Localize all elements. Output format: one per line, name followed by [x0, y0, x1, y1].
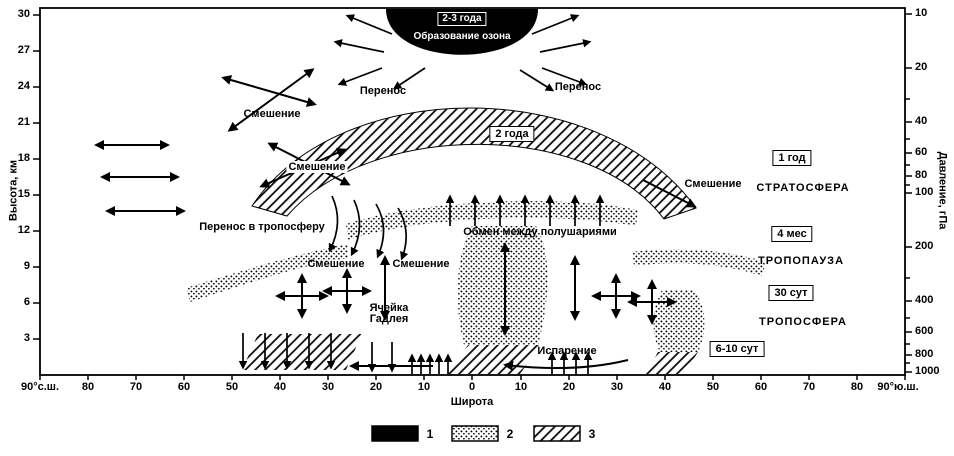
right-axis-ticks — [905, 13, 912, 373]
convective-tower — [457, 226, 548, 345]
left-tick: 24 — [17, 80, 30, 92]
left-tick: 21 — [17, 116, 30, 128]
legend-swatch-solid — [371, 425, 419, 442]
left-tick: 27 — [17, 44, 30, 56]
bottom-tick: 10 — [514, 381, 528, 393]
evaporation-label: Испарение — [537, 345, 597, 357]
ozone-period-label: 2-3 года — [437, 12, 487, 26]
mixing-label-right: Смешение — [684, 178, 742, 190]
bottom-tick: 60 — [754, 381, 768, 393]
legend-swatch-hatch — [533, 425, 581, 442]
convective-cell-right — [653, 290, 705, 352]
troposphere-mixing-arrows — [275, 242, 677, 336]
bottom-tick: 70 — [129, 381, 143, 393]
right-tick: 600 — [915, 325, 934, 337]
mixing-label-mid-left: Смешение — [286, 161, 348, 173]
bottom-tick: 90°с.ш. — [20, 381, 60, 393]
transport-to-troposphere-arrows — [328, 195, 409, 261]
tropopause-band-right — [632, 249, 766, 276]
bottom-tick: 20 — [369, 381, 383, 393]
hadley-cell-line2: Гадлея — [369, 313, 409, 325]
time-box-2-years: 2 года — [489, 126, 535, 142]
tropopause-label: ТРОПОПАУЗА — [757, 255, 845, 267]
hemisphere-exchange-arrows — [445, 194, 605, 226]
bottom-tick: 30 — [610, 381, 624, 393]
mixing-label-lower-left: Смешение — [307, 258, 365, 270]
dome-radiating-arrows — [333, 14, 592, 92]
rain-hatch-center — [448, 345, 540, 374]
troposphere-label: ТРОПОСФЕРА — [759, 316, 847, 328]
transport-to-troposphere-label: Перенос в тропосферу — [199, 221, 325, 233]
left-tick: 18 — [17, 152, 30, 164]
right-tick: 40 — [915, 115, 928, 127]
transport-right-label: Перенос — [554, 81, 602, 93]
legend-label-3: 3 — [588, 427, 596, 441]
hadley-cell-label: Ячейка Гадлея — [370, 303, 409, 325]
subsidence-hatch-band — [242, 334, 362, 370]
bottom-tick: 40 — [658, 381, 672, 393]
right-tick: 20 — [915, 61, 928, 73]
hemisphere-exchange-label: Обмен между полушариями — [463, 226, 617, 238]
legend-label-2: 2 — [506, 427, 514, 441]
time-box-1-year: 1 год — [772, 150, 812, 166]
left-tick: 9 — [23, 260, 30, 272]
mixing-label-lower-mid: Смешение — [392, 258, 450, 270]
legend-swatch-dots — [451, 425, 499, 442]
time-box-4-months: 4 мес — [771, 226, 813, 242]
mixing-label-upper-left: Смешение — [243, 108, 301, 120]
time-box-6-10-days: 6-10 сут — [709, 341, 765, 357]
bottom-axis-ticks — [39, 375, 906, 380]
right-tick: 800 — [915, 348, 934, 360]
tropopause-band-left — [186, 244, 348, 302]
left-axis-ticks — [33, 14, 40, 340]
bottom-tick: 50 — [225, 381, 239, 393]
right-tick: 10 — [915, 7, 928, 19]
bottom-axis-title: Широта — [450, 396, 494, 408]
legend-label-1: 1 — [426, 427, 434, 441]
bottom-tick: 40 — [273, 381, 287, 393]
bottom-tick: 10 — [417, 381, 431, 393]
right-tick: 400 — [915, 294, 934, 306]
bottom-tick: 30 — [321, 381, 335, 393]
stratosphere-arch-band — [251, 107, 697, 220]
right-axis-title: Давление, гПа — [936, 151, 949, 230]
bottom-tick: 80 — [850, 381, 864, 393]
tropopause-band-center — [346, 201, 638, 240]
ozone-dome — [386, 9, 538, 55]
stratosphere-label: СТРАТОСФЕРА — [756, 182, 850, 194]
bottom-tick: 60 — [177, 381, 191, 393]
left-tick: 6 — [23, 296, 30, 308]
hadley-cell-line1: Ячейка — [369, 302, 409, 314]
left-tick: 30 — [17, 8, 30, 20]
left-tick: 12 — [17, 224, 30, 236]
right-tick: 60 — [915, 146, 928, 158]
bottom-tick: 80 — [81, 381, 95, 393]
surface-flow-arrows — [349, 351, 629, 374]
bottom-tick: 50 — [706, 381, 720, 393]
bottom-tick: 20 — [562, 381, 576, 393]
time-box-30-days: 30 сут — [768, 285, 814, 301]
right-tick: 80 — [915, 169, 928, 181]
right-tick: 200 — [915, 240, 934, 252]
right-tick: 1000 — [915, 365, 940, 377]
bottom-tick: 0 — [468, 381, 476, 393]
ozone-formation-label: Образование озона — [413, 31, 511, 42]
legend-swatches — [371, 425, 581, 442]
right-tick: 100 — [915, 186, 934, 198]
bottom-tick: 70 — [802, 381, 816, 393]
bottom-tick: 90°ю.ш. — [877, 381, 919, 393]
transport-left-label: Перенос — [359, 85, 407, 97]
left-tick: 3 — [23, 332, 30, 344]
left-tick: 15 — [17, 188, 30, 200]
rain-hatch-right — [646, 352, 698, 374]
